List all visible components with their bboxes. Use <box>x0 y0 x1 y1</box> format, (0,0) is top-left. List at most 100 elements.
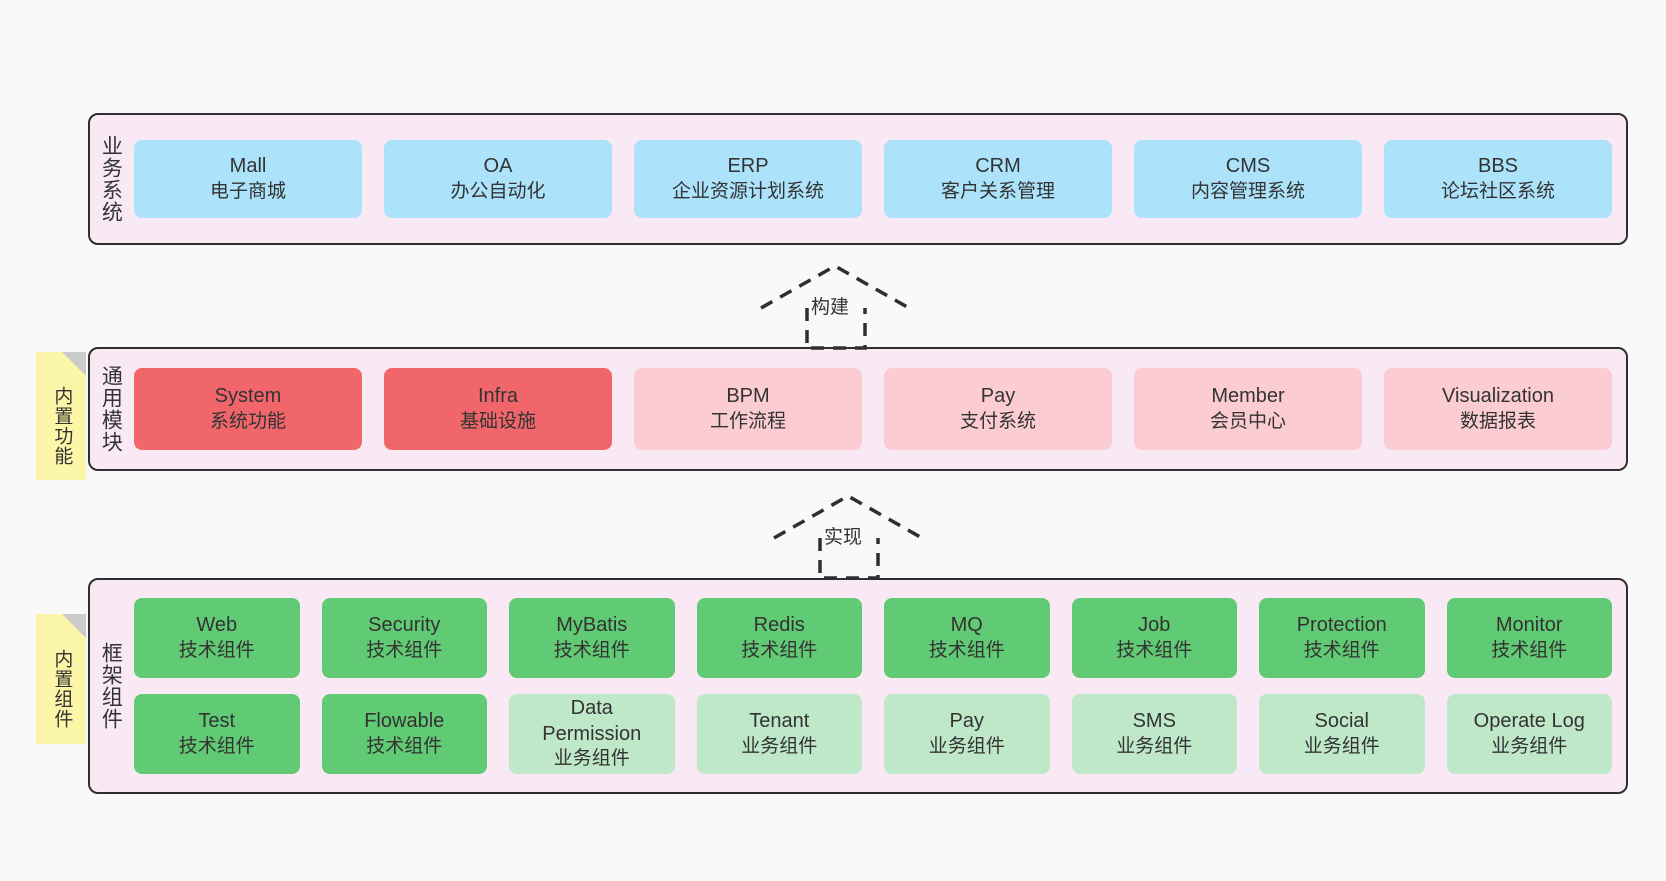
module-box-test[interactable]: Test 技术组件 <box>134 694 300 774</box>
module-box-redis[interactable]: Redis 技术组件 <box>696 598 862 678</box>
module-name-en: Web <box>196 614 238 637</box>
module-box-mybatis[interactable]: MyBatis 技术组件 <box>509 598 675 678</box>
module-name-cn: 数据报表 <box>1459 410 1536 432</box>
layer-framework-component[interactable]: 框架组件 Web 技术组件 Security 技术组件 MyBatis 技术组件… <box>88 578 1628 794</box>
layer-common-module[interactable]: 通用模块 System 系统功能 Infra 基础设施 BPM 工作流程 Pay… <box>88 347 1628 471</box>
module-name-cn: 技术组件 <box>366 639 443 661</box>
module-box-web[interactable]: Web 技术组件 <box>134 598 300 678</box>
module-box-pay[interactable]: Pay 业务组件 <box>884 694 1050 774</box>
module-name-en: Monitor <box>1495 614 1563 637</box>
module-box-bbs[interactable]: BBS 论坛社区系统 <box>1384 140 1612 218</box>
module-box-pay[interactable]: Pay 支付系统 <box>884 368 1112 450</box>
module-box-data-permission[interactable]: Data Permission 业务组件 <box>509 694 675 774</box>
module-box-system[interactable]: System 系统功能 <box>134 368 362 450</box>
module-name-en: MyBatis <box>556 614 628 637</box>
module-name-cn: 技术组件 <box>1491 639 1568 661</box>
module-box-job[interactable]: Job 技术组件 <box>1071 598 1237 678</box>
module-box-bpm[interactable]: BPM 工作流程 <box>634 368 862 450</box>
layer-body-business-system: Mall 电子商城 OA 办公自动化 ERP 企业资源计划系统 CRM 客户关系… <box>130 115 1626 243</box>
module-name-en: Pay <box>980 385 1016 408</box>
module-name-cn: 业务组件 <box>928 735 1005 757</box>
module-box-erp[interactable]: ERP 企业资源计划系统 <box>634 140 862 218</box>
module-box-sms[interactable]: SMS 业务组件 <box>1071 694 1237 774</box>
module-name-cn: 工作流程 <box>709 410 786 432</box>
module-name-cn: 电子商城 <box>209 180 286 202</box>
module-name-cn: 业务组件 <box>1116 735 1193 757</box>
sticky-fold-icon <box>62 352 86 376</box>
module-name-cn: 基础设施 <box>459 410 536 432</box>
module-name-cn: 技术组件 <box>741 639 818 661</box>
module-name-cn: 办公自动化 <box>450 180 546 202</box>
module-name-en: SMS <box>1132 710 1176 733</box>
module-box-social[interactable]: Social 业务组件 <box>1259 694 1425 774</box>
module-name-en: Data Permission <box>542 697 642 745</box>
module-name-en: Visualization <box>1442 385 1554 408</box>
layer-title-common-module: 通用模块 <box>99 365 123 453</box>
module-name-en: Tenant <box>749 710 810 733</box>
module-name-en: OA <box>483 155 513 178</box>
connector-build-label: 构建 <box>811 297 850 318</box>
module-box-cms[interactable]: CMS 内容管理系统 <box>1134 140 1362 218</box>
module-name-cn: 论坛社区系统 <box>1440 180 1555 202</box>
module-box-crm[interactable]: CRM 客户关系管理 <box>884 140 1112 218</box>
module-box-mq[interactable]: MQ 技术组件 <box>884 598 1050 678</box>
module-name-en: Test <box>198 710 236 733</box>
module-name-en: System <box>214 385 282 408</box>
module-name-cn: 技术组件 <box>178 735 255 757</box>
module-name-en: Redis <box>753 614 805 637</box>
module-box-mall[interactable]: Mall 电子商城 <box>134 140 362 218</box>
module-name-cn: 会员中心 <box>1209 410 1286 432</box>
module-name-cn: 业务组件 <box>741 735 818 757</box>
module-name-en: Protection <box>1296 614 1387 637</box>
module-box-security[interactable]: Security 技术组件 <box>321 598 487 678</box>
module-name-en: MQ <box>950 614 983 637</box>
module-name-cn: 支付系统 <box>959 410 1036 432</box>
layer-title-business-system: 业务系统 <box>99 135 123 223</box>
module-name-cn: 内容管理系统 <box>1190 180 1305 202</box>
module-name-en: Infra <box>477 385 519 408</box>
sticky-note-label: 内置组件 <box>51 649 73 729</box>
connector-build-arrow <box>760 263 910 350</box>
sticky-note-label: 内置功能 <box>51 386 73 466</box>
module-box-visualization[interactable]: Visualization 数据报表 <box>1384 368 1612 450</box>
module-box-operate-log[interactable]: Operate Log 业务组件 <box>1446 694 1612 774</box>
module-name-cn: 业务组件 <box>1491 735 1568 757</box>
module-name-cn: 业务组件 <box>1303 735 1380 757</box>
module-name-en: Flowable <box>364 710 445 733</box>
module-name-cn: 技术组件 <box>553 639 630 661</box>
sticky-fold-icon <box>62 614 86 638</box>
module-box-monitor[interactable]: Monitor 技术组件 <box>1446 598 1612 678</box>
module-name-en: Job <box>1138 614 1171 637</box>
module-name-en: CRM <box>975 155 1021 178</box>
module-name-cn: 企业资源计划系统 <box>671 180 824 202</box>
module-box-member[interactable]: Member 会员中心 <box>1134 368 1362 450</box>
module-name-cn: 技术组件 <box>178 639 255 661</box>
module-name-en: BBS <box>1477 155 1519 178</box>
layer-title-framework-component: 框架组件 <box>99 642 123 730</box>
module-row: Test 技术组件 Flowable 技术组件 Data Permission … <box>134 694 1612 774</box>
module-row: Web 技术组件 Security 技术组件 MyBatis 技术组件 Redi… <box>134 598 1612 678</box>
module-box-protection[interactable]: Protection 技术组件 <box>1259 598 1425 678</box>
module-box-tenant[interactable]: Tenant 业务组件 <box>696 694 862 774</box>
module-name-cn: 客户关系管理 <box>940 180 1055 202</box>
connector-implement-arrow <box>773 493 923 580</box>
module-name-en: Pay <box>949 710 984 733</box>
module-box-oa[interactable]: OA 办公自动化 <box>384 140 612 218</box>
module-name-en: Mall <box>229 155 267 178</box>
module-name-cn: 技术组件 <box>1116 639 1193 661</box>
layer-business-system[interactable]: 业务系统 Mall 电子商城 OA 办公自动化 ERP 企业资源计划系统 CRM… <box>88 113 1628 245</box>
module-name-en: Security <box>368 614 441 637</box>
module-row: System 系统功能 Infra 基础设施 BPM 工作流程 Pay 支付系统… <box>134 368 1612 450</box>
module-name-cn: 系统功能 <box>209 410 286 432</box>
module-name-en: Operate Log <box>1473 710 1585 733</box>
module-box-flowable[interactable]: Flowable 技术组件 <box>321 694 487 774</box>
module-name-en: BPM <box>726 385 770 408</box>
module-name-en: CMS <box>1225 155 1271 178</box>
module-box-infra[interactable]: Infra 基础设施 <box>384 368 612 450</box>
module-row: Mall 电子商城 OA 办公自动化 ERP 企业资源计划系统 CRM 客户关系… <box>134 140 1612 218</box>
module-name-en: ERP <box>727 155 769 178</box>
module-name-cn: 业务组件 <box>553 748 630 770</box>
module-name-cn: 技术组件 <box>366 735 443 757</box>
sticky-note-builtin-component: 内置组件 <box>36 614 86 744</box>
